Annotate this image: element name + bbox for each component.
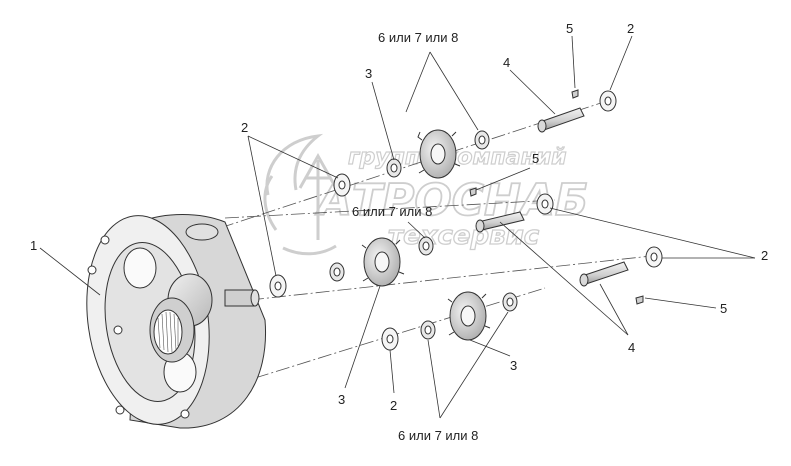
carrier-housing bbox=[86, 214, 267, 429]
label-part-2-upper-right: 2 bbox=[627, 21, 634, 36]
watermark-line1: группа компаний bbox=[348, 145, 567, 170]
label-part-5-lower: 5 bbox=[720, 301, 727, 316]
label-part-2-right: 2 bbox=[761, 248, 768, 263]
label-part-2-lower: 2 bbox=[390, 398, 397, 413]
label-part-2-upper-left: 2 bbox=[241, 120, 248, 135]
leader-lines bbox=[39, 35, 756, 419]
label-part-5-upper: 5 bbox=[566, 21, 573, 36]
gear-upper bbox=[417, 129, 461, 179]
label-part-3-lower-right: 3 bbox=[510, 358, 517, 373]
label-parts-678-middle: 6 или 7 или 8 bbox=[352, 204, 432, 219]
pin-middle bbox=[475, 211, 525, 233]
pin-upper bbox=[537, 107, 585, 133]
label-part-4-lower: 4 bbox=[628, 340, 635, 355]
label-parts-678-lower: 6 или 7 или 8 bbox=[398, 428, 478, 443]
plug-lower bbox=[635, 295, 644, 305]
lower-shaft-assembly bbox=[381, 246, 663, 351]
gear-lower bbox=[447, 291, 491, 341]
middle-shaft-assembly bbox=[269, 187, 554, 298]
watermark: группа компаний АТРОСНАБ техсервис bbox=[263, 133, 589, 256]
label-part-5-middle: 5 bbox=[532, 151, 539, 166]
label-part-3-upper: 3 bbox=[365, 66, 372, 81]
upper-shaft-assembly bbox=[333, 89, 617, 197]
watermark-line3: техсервис bbox=[388, 221, 540, 251]
label-part-1: 1 bbox=[30, 238, 37, 253]
gear-middle bbox=[361, 237, 405, 287]
label-parts-678-upper: 6 или 7 или 8 bbox=[378, 30, 458, 45]
pin-lower bbox=[579, 261, 629, 287]
part-labels: 1 2 2 2 2 3 3 3 4 4 5 5 5 6 или 7 или 8 … bbox=[30, 21, 768, 443]
label-part-3-lower-left: 3 bbox=[338, 392, 345, 407]
label-part-4-upper: 4 bbox=[503, 55, 510, 70]
watermark-emblem bbox=[263, 133, 338, 256]
plug-upper bbox=[571, 89, 579, 99]
plug-middle bbox=[469, 187, 477, 197]
